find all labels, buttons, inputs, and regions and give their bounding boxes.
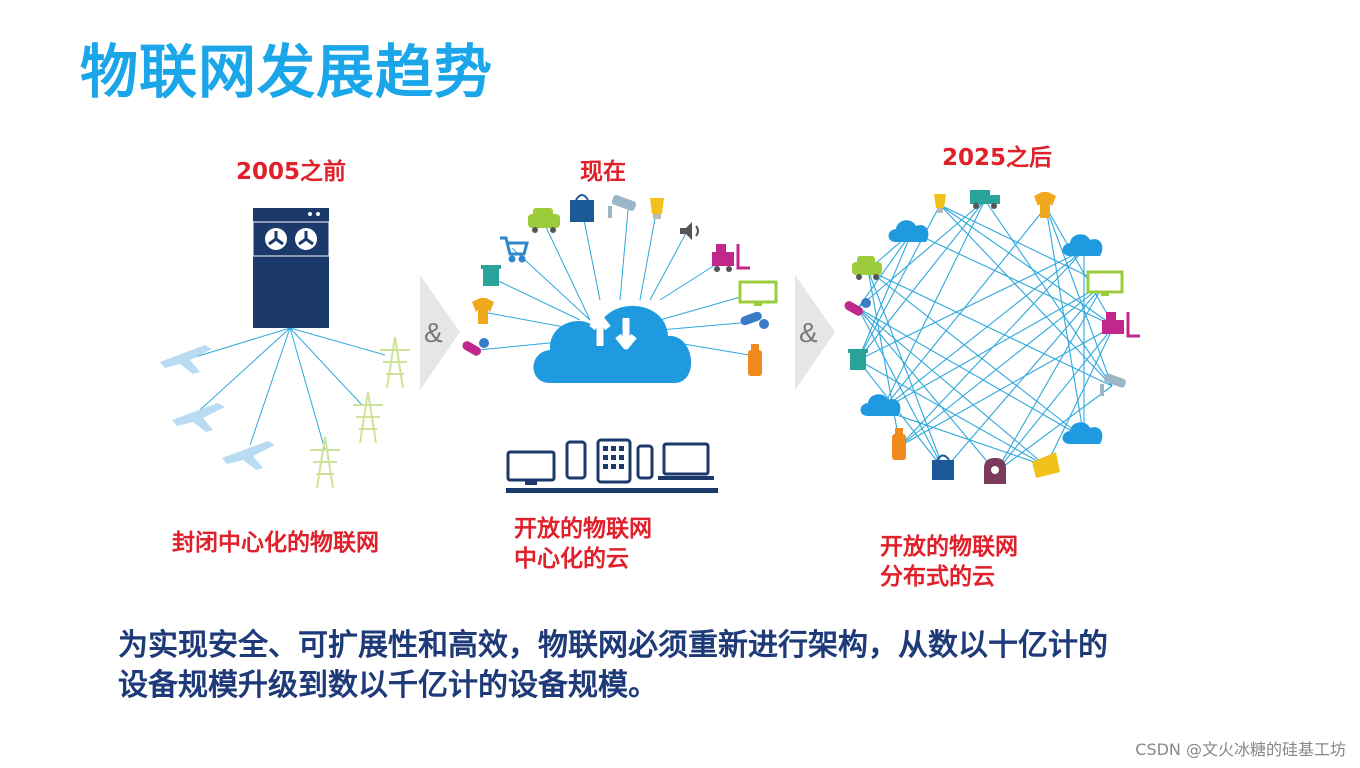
mesh-link	[939, 204, 1105, 285]
light-bulb-icon	[934, 194, 946, 213]
bottle-icon	[748, 344, 762, 376]
mesh-link	[857, 307, 1085, 439]
page-title: 物联网发展趋势	[80, 38, 494, 106]
stage-1-links	[194, 327, 386, 451]
stage-3-caption-line-1: 开放的物联网	[880, 534, 1018, 560]
bottle-icon	[892, 428, 906, 460]
forklift-icon	[712, 244, 750, 272]
mesh-link	[857, 231, 913, 309]
light-bulb-icon	[650, 198, 664, 219]
phone-icon	[565, 440, 587, 480]
shopping-bag-icon	[932, 454, 954, 480]
cloud-icon	[860, 394, 901, 416]
stage-1-caption-line: 封闭中心化的物联网	[172, 530, 379, 556]
shopping-cart-icon	[500, 236, 529, 263]
cloud-icon	[1062, 422, 1103, 444]
trash-bin-icon	[848, 349, 868, 370]
stage-2-caption-line-2: 中心化的云	[514, 546, 629, 572]
mesh-link	[899, 249, 1085, 447]
summary-text: 为实现安全、可扩展性和高效，物联网必须重新进行架构，从数以十亿计的 设备规模升级…	[118, 626, 1258, 706]
mesh-link	[1045, 206, 1085, 439]
power-pylon-icon	[380, 336, 410, 389]
transition-arrow-2: &	[795, 275, 835, 390]
pills-icon	[462, 338, 489, 356]
monitor-icon	[738, 280, 778, 306]
mesh-link	[939, 204, 1113, 387]
mesh-link	[995, 385, 1113, 473]
mesh-link	[857, 359, 945, 471]
jacket-icon	[472, 298, 494, 324]
stage-1-caption: 封闭中心化的物联网	[172, 528, 379, 558]
shopping-bag-icon	[570, 194, 594, 222]
power-pylon-icon	[353, 391, 383, 444]
stage-3-caption-line-2: 分布式的云	[880, 564, 995, 590]
desktop-icon	[506, 450, 556, 482]
forklift-icon	[1102, 312, 1140, 338]
mesh-link	[881, 249, 1085, 411]
power-pylon-icon	[310, 436, 340, 489]
speaker-icon	[680, 222, 699, 240]
pills-icon	[740, 311, 769, 329]
device-baseline	[506, 488, 718, 493]
mesh-link	[899, 325, 1115, 447]
mesh-link	[857, 249, 1085, 361]
stage-3-mesh-links	[857, 199, 1115, 473]
watermark: CSDN @文火冰糖的硅基工坊	[1135, 740, 1346, 759]
mesh-link	[995, 283, 1105, 473]
mesh-link	[857, 199, 986, 361]
airplane-icon	[160, 345, 212, 374]
mesh-link	[899, 283, 1105, 447]
stage-3-caption: 开放的物联网 分布式的云	[880, 532, 1018, 592]
stage-2-era-label: 现在	[580, 159, 626, 185]
trash-bin-icon	[481, 265, 501, 286]
ampersand-symbol: &	[424, 317, 443, 348]
server-icon	[252, 208, 330, 328]
laptop-icon	[662, 442, 710, 476]
mesh-link	[867, 269, 1085, 439]
ampersand-symbol: &	[799, 317, 818, 348]
mesh-link	[1045, 206, 1115, 327]
airplane-icon	[222, 441, 275, 470]
jacket-icon	[1034, 192, 1056, 218]
cheese-icon	[1032, 452, 1060, 478]
mesh-link	[857, 199, 986, 309]
car-icon	[528, 208, 560, 233]
mesh-link	[911, 231, 1115, 327]
truck-icon	[970, 190, 1000, 209]
phone-icon	[636, 444, 654, 480]
cctv-camera-icon	[1100, 373, 1126, 396]
mesh-link	[867, 269, 1113, 387]
stage-1-era-label: 2005之前	[236, 159, 347, 185]
cctv-camera-icon	[608, 195, 637, 218]
stage-2-caption: 开放的物联网 中心化的云	[514, 514, 652, 574]
mesh-link	[995, 325, 1115, 473]
mesh-link	[881, 409, 1047, 467]
monitor-icon	[1086, 270, 1124, 296]
car-icon	[852, 256, 882, 280]
pills-icon	[844, 298, 871, 316]
transition-arrow-1: &	[420, 275, 460, 390]
mesh-link	[857, 307, 1047, 467]
mesh-link	[1045, 325, 1115, 467]
device-row	[506, 438, 718, 493]
summary-line-1: 为实现安全、可扩展性和高效，物联网必须重新进行架构，从数以十亿计的	[118, 628, 1108, 663]
mesh-link	[881, 199, 986, 411]
mesh-link	[857, 231, 913, 361]
mesh-link	[857, 359, 1047, 467]
cloud-icon	[888, 220, 929, 242]
mesh-link	[867, 269, 945, 471]
stage-3-era-label: 2025之后	[942, 145, 1053, 171]
cloud-icon	[1062, 234, 1103, 256]
summary-line-2: 设备规模升级到数以千亿计的设备规模。	[118, 668, 658, 703]
stage-2-caption-line-1: 开放的物联网	[514, 516, 652, 542]
mesh-link	[1045, 206, 1113, 387]
mesh-link	[857, 307, 997, 473]
cloud-sync-icon	[533, 305, 692, 383]
bread-icon	[984, 458, 1006, 484]
mesh-link	[857, 307, 945, 471]
airplane-icon	[172, 403, 225, 432]
